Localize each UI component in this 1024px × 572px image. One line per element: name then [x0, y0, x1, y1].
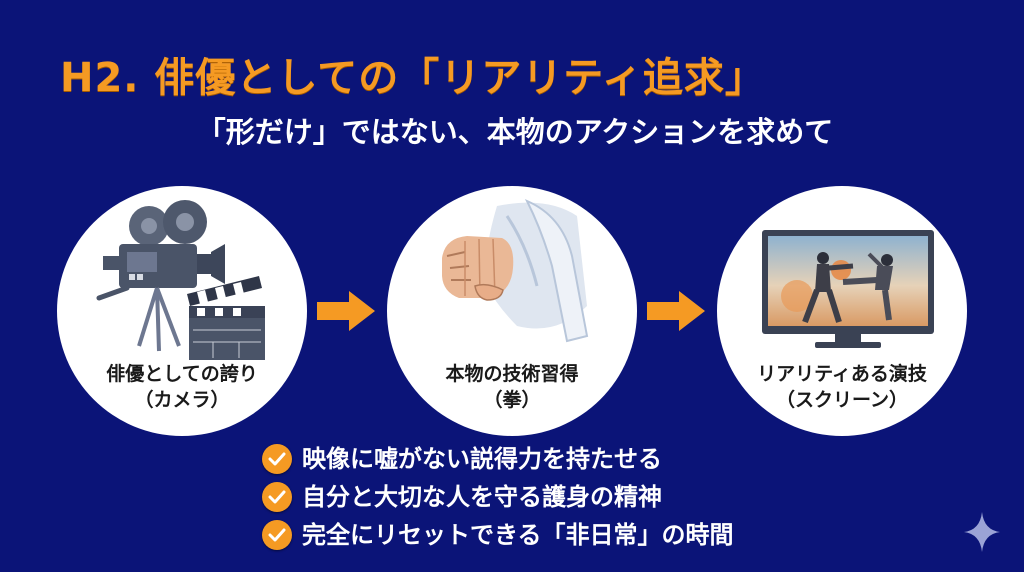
step-circle-screen: リアリティある演技 （スクリーン）	[717, 186, 967, 436]
checklist-text: 映像に嘘がない説得力を持たせる	[302, 445, 662, 473]
step-label-line2: （拳）	[483, 389, 541, 411]
sparkle-icon	[964, 512, 1000, 552]
step-label-line2: （カメラ）	[134, 389, 230, 411]
step-label-screen: リアリティある演技 （スクリーン）	[717, 361, 967, 413]
benefits-checklist: 映像に嘘がない説得力を持たせる 自分と大切な人を守る護身の精神 完全にリセットで…	[262, 440, 734, 554]
check-circle-icon	[262, 482, 292, 512]
checklist-text: 完全にリセットできる「非日常」の時間	[302, 521, 734, 549]
step-circle-camera: 俳優としての誇り （カメラ）	[57, 186, 307, 436]
check-circle-icon	[262, 444, 292, 474]
checklist-text: 自分と大切な人を守る護身の精神	[302, 483, 662, 511]
step-label-camera: 俳優としての誇り （カメラ）	[57, 361, 307, 413]
step-label-fist: 本物の技術習得 （拳）	[387, 361, 637, 413]
karate-fist-icon	[442, 199, 589, 343]
arrow-right-icon	[647, 291, 705, 331]
movie-camera-clapperboard-icon	[96, 200, 265, 360]
step-label-line1: 本物の技術習得	[445, 363, 579, 385]
step-label-line1: リアリティある演技	[757, 363, 927, 385]
arrow-right-icon	[317, 291, 375, 331]
step-label-line1: 俳優としての誇り	[106, 363, 258, 385]
step-circle-fist: 本物の技術習得 （拳）	[387, 186, 637, 436]
checklist-item: 自分と大切な人を守る護身の精神	[262, 478, 734, 516]
tv-screen-fight-scene-icon	[762, 230, 934, 348]
checklist-item: 完全にリセットできる「非日常」の時間	[262, 516, 734, 554]
step-label-line2: （スクリーン）	[775, 389, 909, 411]
check-circle-icon	[262, 520, 292, 550]
slide-title: H2. 俳優としての「リアリティ追求」	[60, 55, 766, 101]
checklist-item: 映像に嘘がない説得力を持たせる	[262, 440, 734, 478]
slide-subtitle: 「形だけ」ではない、本物のアクションを求めて	[196, 115, 834, 149]
